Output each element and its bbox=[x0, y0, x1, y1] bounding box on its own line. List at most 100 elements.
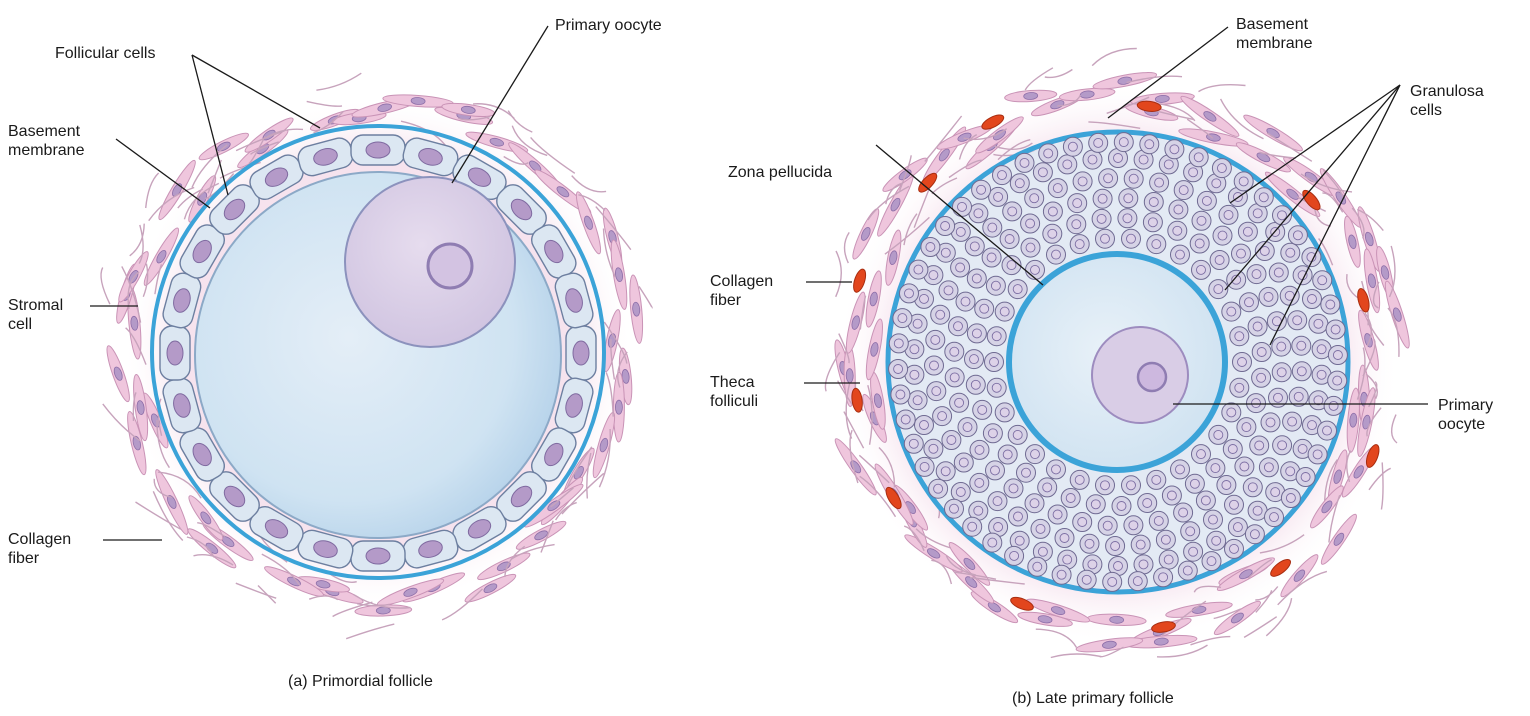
granulosa-cell-nucleus bbox=[1085, 539, 1094, 548]
granulosa-cell bbox=[1192, 211, 1211, 230]
granulosa-cell-nucleus bbox=[1111, 542, 1120, 551]
granulosa-cell bbox=[1039, 144, 1058, 163]
granulosa-cell-nucleus bbox=[1255, 441, 1264, 450]
granulosa-cell bbox=[1149, 511, 1168, 530]
granulosa-cell bbox=[1169, 200, 1188, 219]
granulosa-cell bbox=[942, 431, 961, 450]
granulosa-cell bbox=[927, 382, 946, 401]
granulosa-cell-nucleus bbox=[1212, 179, 1221, 188]
granulosa-cell-nucleus bbox=[1015, 536, 1024, 545]
granulosa-cell-nucleus bbox=[913, 319, 922, 328]
granulosa-cell bbox=[1171, 460, 1190, 479]
granulosa-cell bbox=[956, 292, 975, 311]
granulosa-cell-nucleus bbox=[1176, 250, 1185, 259]
granulosa-cell bbox=[1077, 570, 1096, 589]
granulosa-cell bbox=[945, 499, 964, 518]
granulosa-cell bbox=[1067, 215, 1086, 234]
granulosa-cell-nucleus bbox=[1014, 512, 1023, 521]
oocyte-nucleolus bbox=[428, 244, 472, 288]
primordial-follicle-drawing bbox=[101, 73, 652, 639]
granulosa-cell bbox=[1192, 445, 1211, 464]
granulosa-cell bbox=[1252, 368, 1271, 387]
collagen-fiber bbox=[845, 232, 850, 263]
granulosa-cell-nucleus bbox=[1000, 408, 1009, 417]
granulosa-cell-nucleus bbox=[1318, 276, 1327, 285]
granulosa-cell bbox=[1280, 286, 1299, 305]
granulosa-cell bbox=[1156, 530, 1175, 549]
granulosa-cell-nucleus bbox=[941, 248, 950, 257]
granulosa-cell-nucleus bbox=[1010, 551, 1019, 560]
granulosa-cell-nucleus bbox=[1152, 475, 1161, 484]
granulosa-cell bbox=[1233, 353, 1252, 372]
granulosa-cell bbox=[1021, 214, 1040, 233]
granulosa-cell-nucleus bbox=[1230, 500, 1239, 509]
granulosa-cell bbox=[1096, 476, 1115, 495]
granulosa-cell-nucleus bbox=[1197, 216, 1206, 225]
granulosa-cell bbox=[972, 180, 991, 199]
granulosa-cell bbox=[1073, 172, 1092, 191]
label-primary-oocyte-b: Primary oocyte bbox=[1438, 396, 1493, 434]
granulosa-cell bbox=[1093, 189, 1112, 208]
granulosa-cell-nucleus bbox=[932, 387, 941, 396]
granulosa-cell-nucleus bbox=[1048, 229, 1057, 238]
granulosa-cell-nucleus bbox=[1194, 153, 1203, 162]
granulosa-cell bbox=[1026, 260, 1045, 279]
granulosa-cell bbox=[1131, 535, 1150, 554]
granulosa-cell bbox=[966, 375, 985, 394]
granulosa-cell bbox=[1128, 572, 1147, 591]
granulosa-cell-nucleus bbox=[1008, 207, 1017, 216]
granulosa-cell bbox=[1313, 271, 1332, 290]
granulosa-cell bbox=[1302, 248, 1321, 267]
granulosa-cell-nucleus bbox=[1088, 155, 1097, 164]
granulosa-cell-nucleus bbox=[910, 345, 919, 354]
granulosa-cell-nucleus bbox=[1301, 473, 1310, 482]
granulosa-cell bbox=[1159, 550, 1178, 569]
granulosa-cell bbox=[1254, 188, 1273, 207]
granulosa-cell bbox=[1245, 525, 1264, 544]
granulosa-cell-nucleus bbox=[920, 421, 929, 430]
granulosa-cell-nucleus bbox=[950, 347, 959, 356]
collagen-fiber bbox=[101, 268, 110, 305]
granulosa-cell-nucleus bbox=[1053, 184, 1062, 193]
granulosa-cell bbox=[945, 342, 964, 361]
granulosa-cell bbox=[1261, 413, 1280, 432]
granulosa-cell-nucleus bbox=[910, 370, 919, 379]
granulosa-cell bbox=[1206, 459, 1225, 478]
caption-primordial-follicle: (a) Primordial follicle bbox=[288, 673, 433, 691]
granulosa-cell bbox=[889, 334, 908, 353]
granulosa-cell-nucleus bbox=[1237, 249, 1246, 258]
granulosa-cell bbox=[1047, 245, 1066, 264]
granulosa-cell-nucleus bbox=[1044, 149, 1053, 158]
granulosa-cell bbox=[1240, 293, 1259, 312]
granulosa-cell-nucleus bbox=[980, 304, 989, 313]
granulosa-cell bbox=[1252, 343, 1271, 362]
granulosa-cell-nucleus bbox=[1052, 465, 1061, 474]
granulosa-cell bbox=[1154, 568, 1173, 587]
granulosa-cell-nucleus bbox=[1189, 547, 1198, 556]
granulosa-cell bbox=[945, 368, 964, 387]
late-primary-follicle-drawing bbox=[825, 49, 1413, 658]
granulosa-cell bbox=[1052, 565, 1071, 584]
granulosa-cell bbox=[1118, 209, 1137, 228]
granulosa-cell-nucleus bbox=[1003, 450, 1012, 459]
granulosa-cell-nucleus bbox=[972, 274, 981, 283]
follicular-cell bbox=[351, 541, 405, 571]
granulosa-cell-nucleus bbox=[1277, 368, 1286, 377]
granulosa-cell bbox=[924, 439, 943, 458]
granulosa-cell-nucleus bbox=[1026, 243, 1035, 252]
granulosa-cell-nucleus bbox=[991, 466, 1000, 475]
granulosa-cell bbox=[1073, 513, 1092, 532]
granulosa-cell-nucleus bbox=[968, 522, 977, 531]
granulosa-cell bbox=[1222, 302, 1241, 321]
granulosa-cell-nucleus bbox=[1238, 358, 1247, 367]
granulosa-cell bbox=[1210, 251, 1229, 270]
granulosa-cell-nucleus bbox=[1119, 138, 1128, 147]
granulosa-cell bbox=[1028, 557, 1047, 576]
granulosa-cell-nucleus bbox=[1297, 341, 1306, 350]
granulosa-cell bbox=[1219, 205, 1238, 224]
granulosa-cell-nucleus bbox=[994, 192, 1003, 201]
granulosa-cell-nucleus bbox=[914, 265, 923, 274]
collagen-fiber bbox=[316, 73, 361, 90]
granulosa-cell-nucleus bbox=[1248, 483, 1257, 492]
